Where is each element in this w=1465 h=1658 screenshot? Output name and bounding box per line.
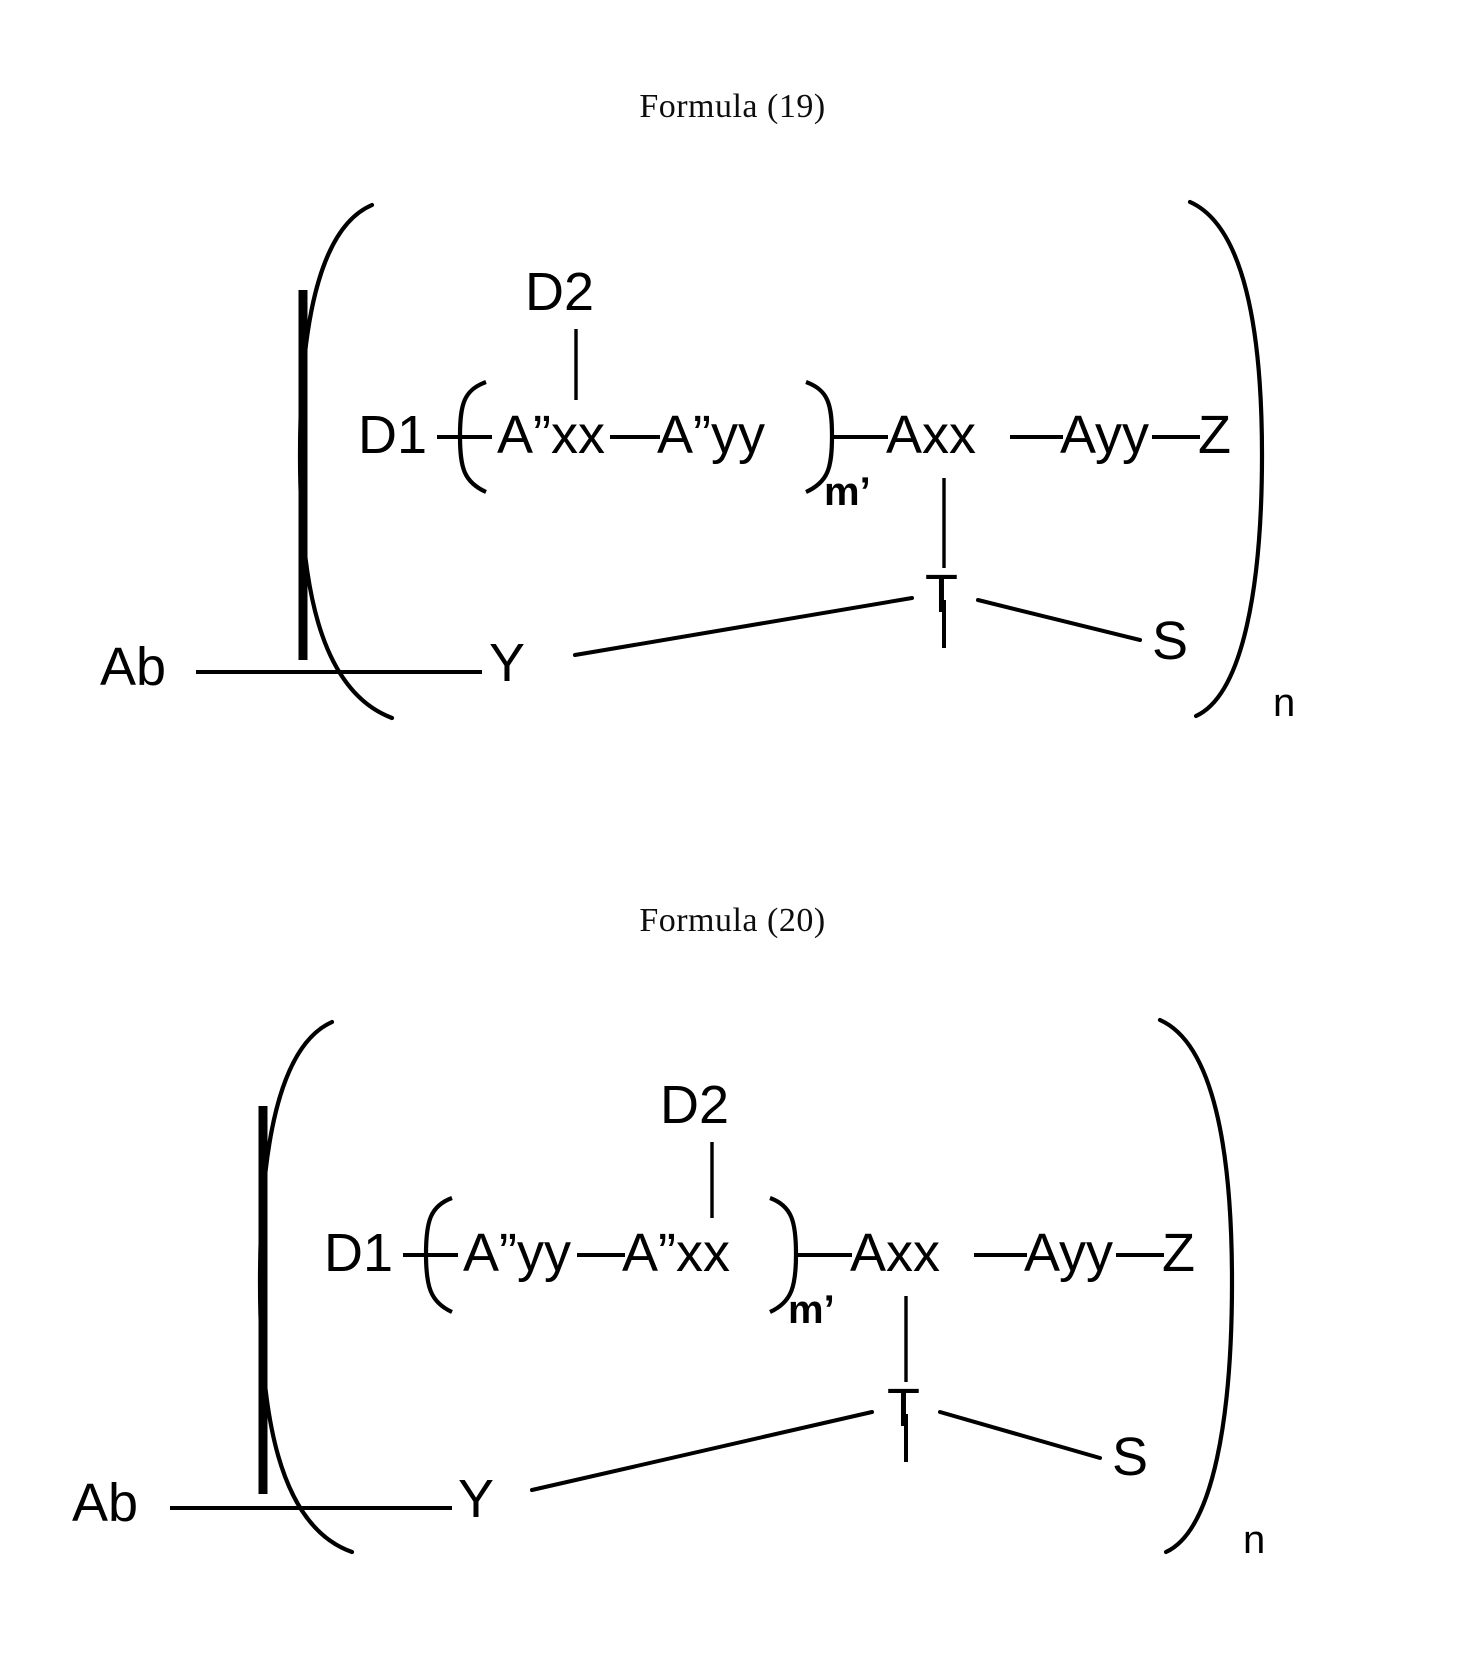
- outer-right-parenthesis: [1157, 1017, 1235, 1555]
- bond-y-to-t: [530, 1410, 874, 1492]
- figure-title-20: Formula (20): [639, 902, 826, 939]
- label-a2xx: A”xx: [497, 405, 605, 465]
- label-y: Y: [458, 1469, 495, 1529]
- label-y: Y: [489, 633, 526, 693]
- label-a2yy: A”yy: [463, 1223, 571, 1283]
- label-d1: D1: [358, 405, 428, 465]
- label-subscript-m-prime: m’: [788, 1288, 835, 1332]
- formula-20-structure-drawing: [170, 1017, 1235, 1555]
- label-a2xx: A”xx: [622, 1223, 730, 1283]
- label-subscript-n: n: [1273, 681, 1296, 725]
- outer-right-parenthesis: [1187, 199, 1265, 719]
- label-ayy: Ayy: [1024, 1223, 1114, 1283]
- label-d1: D1: [324, 1223, 394, 1283]
- bond-t-to-s: [976, 598, 1142, 642]
- figure-title-19: Formula (19): [639, 88, 826, 125]
- label-ab: Ab: [100, 637, 167, 697]
- label-z: Z: [1162, 1223, 1195, 1283]
- label-s: S: [1152, 611, 1189, 671]
- label-subscript-m-prime: m’: [824, 470, 871, 514]
- bond-y-to-t: [573, 596, 914, 657]
- label-ab: Ab: [72, 1473, 139, 1533]
- outer-left-parenthesis: [257, 1019, 355, 1555]
- label-ayy: Ayy: [1060, 405, 1150, 465]
- bond-t-to-s: [938, 1410, 1102, 1460]
- label-t: T: [925, 564, 958, 624]
- label-subscript-n: n: [1243, 1518, 1266, 1562]
- label-d2: D2: [660, 1075, 730, 1135]
- formula-19-structure-drawing: [196, 199, 1265, 721]
- label-s: S: [1112, 1427, 1149, 1487]
- label-z: Z: [1198, 405, 1231, 465]
- figure-formula-19: Formula (19) D2 D1 A”xx A”: [100, 88, 1296, 725]
- label-a2yy: A”yy: [657, 405, 765, 465]
- label-axx: Axx: [850, 1223, 941, 1283]
- label-axx: Axx: [886, 405, 977, 465]
- label-d2: D2: [525, 262, 595, 322]
- figure-formula-20: Formula (20) D2 D1 A”yy A”: [0, 830, 1465, 1658]
- label-t: T: [887, 1378, 920, 1438]
